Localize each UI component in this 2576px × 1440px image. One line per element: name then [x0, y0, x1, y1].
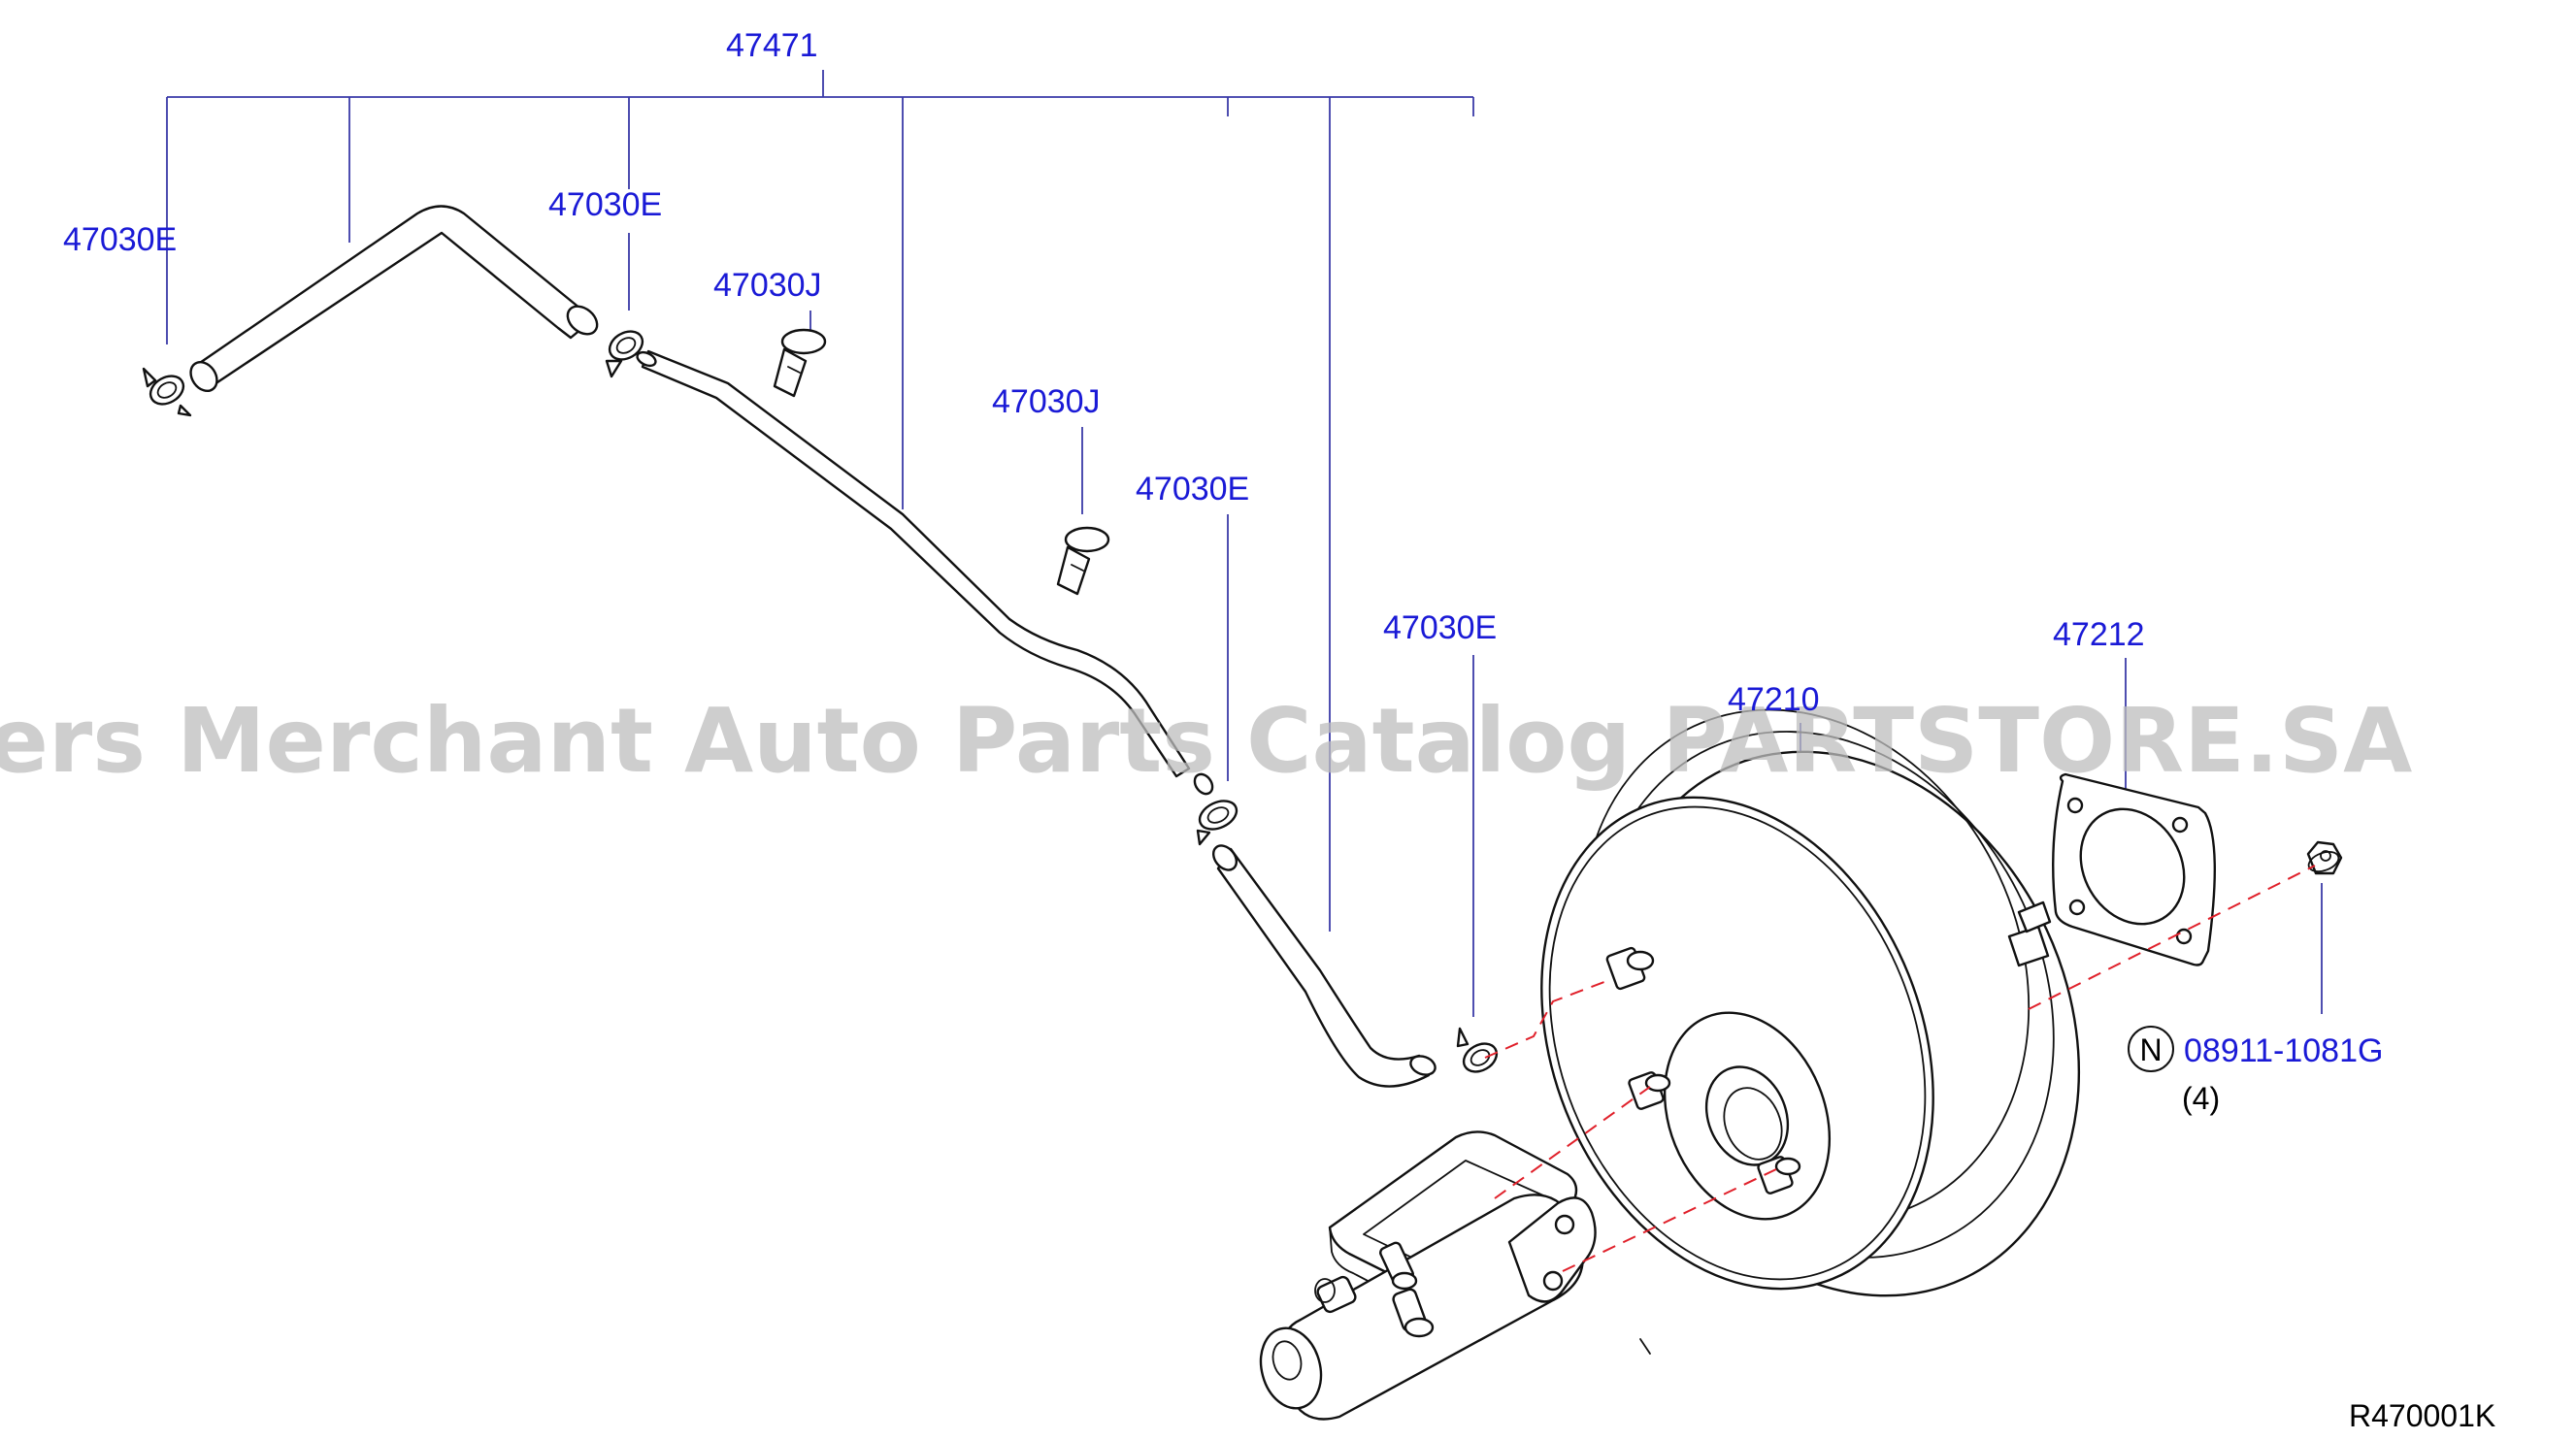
alignment-lines [1484, 865, 2316, 1272]
label-clamp-left[interactable]: 47030E [63, 221, 177, 258]
diagram-code: R470001K [2349, 1398, 2495, 1433]
flange-nut-icon [2306, 840, 2343, 875]
clip-lower-icon [1056, 526, 1110, 596]
nut-symbol-badge: N [2128, 1026, 2174, 1072]
label-clip-lower[interactable]: 47030J [992, 383, 1101, 420]
watermark-text: Offers Merchant Auto Parts Catalog PARTS… [0, 689, 2412, 793]
label-gasket[interactable]: 47212 [2053, 616, 2145, 653]
clamp-left-icon [142, 367, 192, 417]
label-assembly[interactable]: 47471 [726, 27, 818, 64]
label-clip-upper[interactable]: 47030J [713, 267, 822, 304]
booster-stud-lower [1757, 1156, 1801, 1195]
label-clamp-middle[interactable]: 47030E [1136, 471, 1249, 507]
master-cylinder-port-2 [1392, 1288, 1435, 1338]
label-clamp-right[interactable]: 47030E [1383, 609, 1497, 646]
label-clamp-upper[interactable]: 47030E [548, 186, 662, 223]
nut-symbol-text: N [2139, 1032, 2162, 1067]
label-nut-qty: (4) [2182, 1081, 2220, 1116]
assembly-bracket [166, 70, 1474, 932]
master-cylinder-icon [1259, 1130, 1597, 1421]
label-booster[interactable]: 47210 [1728, 681, 1820, 718]
brake-booster-icon [1540, 708, 2081, 1355]
clamp-upper-icon [605, 330, 644, 378]
clip-upper-icon [773, 328, 827, 398]
booster-stud-upper [1605, 946, 1655, 991]
leader-lines [628, 233, 2323, 1017]
label-nut[interactable]: 08911-1081G [2184, 1032, 2383, 1069]
gasket-icon [2052, 772, 2217, 966]
clamp-middle-icon [1196, 800, 1238, 846]
clamp-right-icon [1456, 1027, 1499, 1073]
master-cylinder-port-1 [1314, 1275, 1357, 1314]
vacuum-hose [189, 205, 1437, 1088]
